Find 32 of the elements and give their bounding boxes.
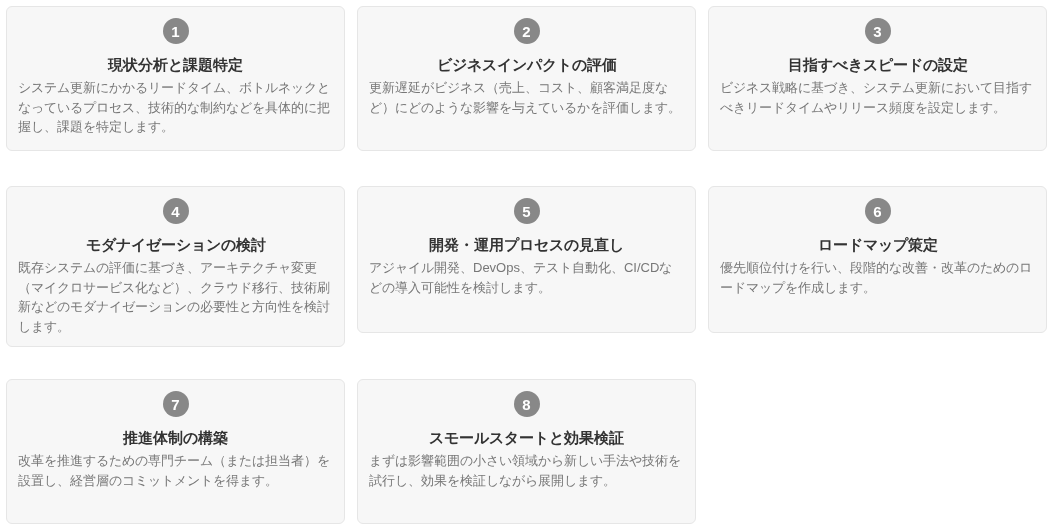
step-title: 現状分析と課題特定 xyxy=(108,55,243,75)
step-card xyxy=(6,186,345,347)
number-circle: 4 xyxy=(162,198,189,224)
step-title: 開発・運用プロセスの見直し xyxy=(429,235,624,255)
step-description: アジャイル開発、DevOps、テスト自動化、CI/CDなどの導入可能性を検討します。 xyxy=(369,259,674,297)
step-description: 既存システムの評価に基づき、アーキテクチャ変更（マイクロサービス化など）、クラウド移行、技術刷新などのモダナイゼーションの必要性と方向性を検討します。 xyxy=(18,259,331,336)
step-description: システム更新にかかるリードタイム、ボトルネックとなっているプロセス、技術的な制約などを具体的に把握し、課題を特定します。 xyxy=(18,79,331,136)
number-circle: 1 xyxy=(162,18,189,44)
step-card xyxy=(357,6,696,151)
step-card xyxy=(708,186,1047,333)
number-circle: 2 xyxy=(513,18,540,44)
step-card xyxy=(357,379,696,524)
step-title: スモールスタートと効果検証 xyxy=(429,428,624,448)
step-card xyxy=(6,6,345,151)
step-card xyxy=(357,186,696,333)
number-circle: 5 xyxy=(513,198,540,224)
step-title: モダナイゼーションの検討 xyxy=(85,235,266,255)
step-title: ロードマップ策定 xyxy=(817,235,938,255)
number-circle: 8 xyxy=(513,391,540,417)
step-description: 更新遅延がビジネス（売上、コスト、顧客満足度など）にどのような影響を与えているかを評価します。 xyxy=(369,79,682,117)
number-circle: 7 xyxy=(162,391,189,417)
step-description: 優先順位付けを行い、段階的な改善・改革のためのロードマップを作成します。 xyxy=(720,259,1033,297)
step-title: 目指すべきスピードの設定 xyxy=(787,55,968,75)
step-description: 改革を推進するための専門チーム（または担当者）を設置し、経営層のコミットメントを得ます。 xyxy=(18,452,331,490)
step-title: 推進体制の構築 xyxy=(123,428,228,448)
step-title: ビジネスインパクトの評価 xyxy=(436,55,617,75)
step-card xyxy=(708,6,1047,151)
step-description: ビジネス戦略に基づき、システム更新において目指すべきリードタイムやリリース頻度を設定します。 xyxy=(720,79,1033,117)
step-description: まずは影響範囲の小さい領域から新しい手法や技術を試行し、効果を検証しながら展開します。 xyxy=(369,452,682,490)
number-circle: 3 xyxy=(864,18,891,44)
step-card xyxy=(6,379,345,524)
number-circle: 6 xyxy=(864,198,891,224)
